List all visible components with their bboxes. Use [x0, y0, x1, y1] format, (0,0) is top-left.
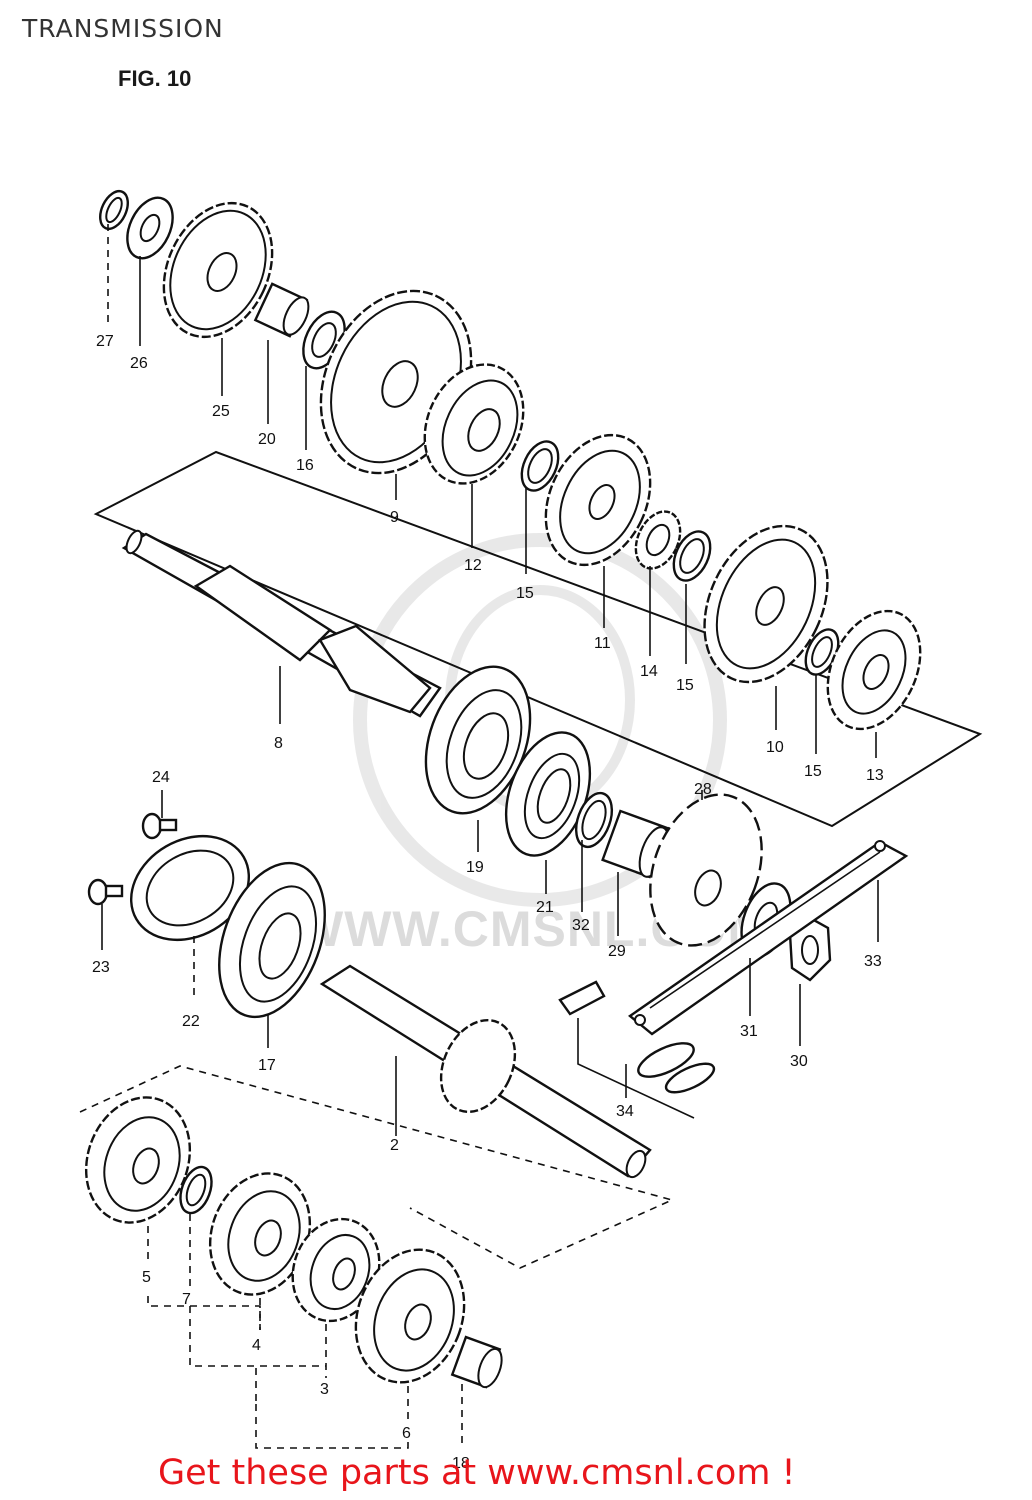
callout-numbers: 27 26 25 20 16 9 12 15 11 14 15 10 15 13…	[92, 333, 884, 1472]
callout-34: 34	[616, 1103, 634, 1120]
callout-10: 10	[766, 739, 784, 756]
callout-27: 27	[96, 333, 114, 350]
part-17-bearing	[218, 861, 326, 1019]
part-28-sprocket	[649, 793, 763, 947]
part-18-bushing	[450, 1335, 503, 1389]
callout-31: 31	[740, 1023, 758, 1040]
part-20-bushing	[253, 282, 310, 338]
part-3-gear	[291, 1217, 381, 1323]
callout-9: 9	[390, 509, 399, 526]
part-22-retainer-plate	[129, 834, 251, 942]
callout-7: 7	[182, 1291, 191, 1308]
get-parts-link[interactable]: Get these parts at www.cmsnl.com !	[158, 1453, 796, 1493]
callout-17: 17	[258, 1057, 276, 1074]
part-21-oil-seal	[504, 731, 592, 857]
callout-14: 14	[640, 663, 658, 680]
leader-lines	[101, 224, 879, 1449]
callout-11: 11	[594, 635, 611, 652]
part-15-circlip-b	[672, 530, 712, 582]
callout-15-a: 15	[516, 585, 534, 602]
part-7-circlip	[179, 1165, 213, 1215]
callout-5: 5	[142, 1269, 151, 1286]
callout-2: 2	[390, 1137, 399, 1154]
callout-20: 20	[258, 431, 276, 448]
part-27-circlip	[99, 189, 129, 231]
part-4-gear	[208, 1172, 312, 1296]
part-10-gear	[703, 524, 829, 684]
callout-33: 33	[864, 953, 882, 970]
part-6-gear	[354, 1248, 466, 1384]
callout-19: 19	[466, 859, 484, 876]
callout-12: 12	[464, 557, 482, 574]
part-14-washer	[634, 510, 682, 570]
part-19-bearing	[424, 665, 532, 815]
callout-24: 24	[152, 769, 170, 786]
part-12-gear	[423, 363, 525, 485]
callout-8: 8	[274, 735, 283, 752]
part-11-gear	[544, 433, 652, 567]
callout-30: 30	[790, 1053, 808, 1070]
part-24-screw	[141, 812, 178, 840]
part-15-circlip-a	[520, 440, 560, 492]
callout-26: 26	[130, 355, 148, 372]
part-13-gear	[826, 609, 922, 731]
callout-18: 18	[452, 1455, 470, 1472]
figure-label: FIG. 10	[118, 66, 192, 91]
part-33-drive-chain	[628, 840, 909, 1036]
callout-13: 13	[866, 767, 884, 784]
page-title: TRANSMISSION	[22, 14, 224, 43]
callout-21: 21	[536, 899, 554, 916]
callout-6: 6	[402, 1425, 411, 1442]
part-32-o-ring	[574, 791, 614, 849]
mainshaft-group-frame	[93, 450, 983, 828]
callout-23: 23	[92, 959, 110, 976]
part-23-screw	[87, 878, 124, 906]
callout-25: 25	[212, 403, 230, 420]
callout-32: 32	[572, 917, 590, 934]
callout-22: 22	[182, 1013, 200, 1030]
callout-4: 4	[252, 1337, 261, 1354]
part-8-main-shaft	[121, 529, 442, 718]
callout-29: 29	[608, 943, 626, 960]
part-26-washer	[126, 196, 174, 260]
part-25-gear	[162, 201, 274, 339]
callout-16: 16	[296, 457, 314, 474]
callout-15-c: 15	[804, 763, 822, 780]
part-34-chain-joint	[558, 980, 716, 1094]
callout-15-b: 15	[676, 677, 694, 694]
part-15-circlip-c	[804, 628, 840, 676]
callout-28: 28	[694, 781, 712, 798]
part-5-gear	[84, 1096, 192, 1224]
part-2-countershaft	[319, 964, 652, 1179]
callout-3: 3	[320, 1381, 329, 1398]
